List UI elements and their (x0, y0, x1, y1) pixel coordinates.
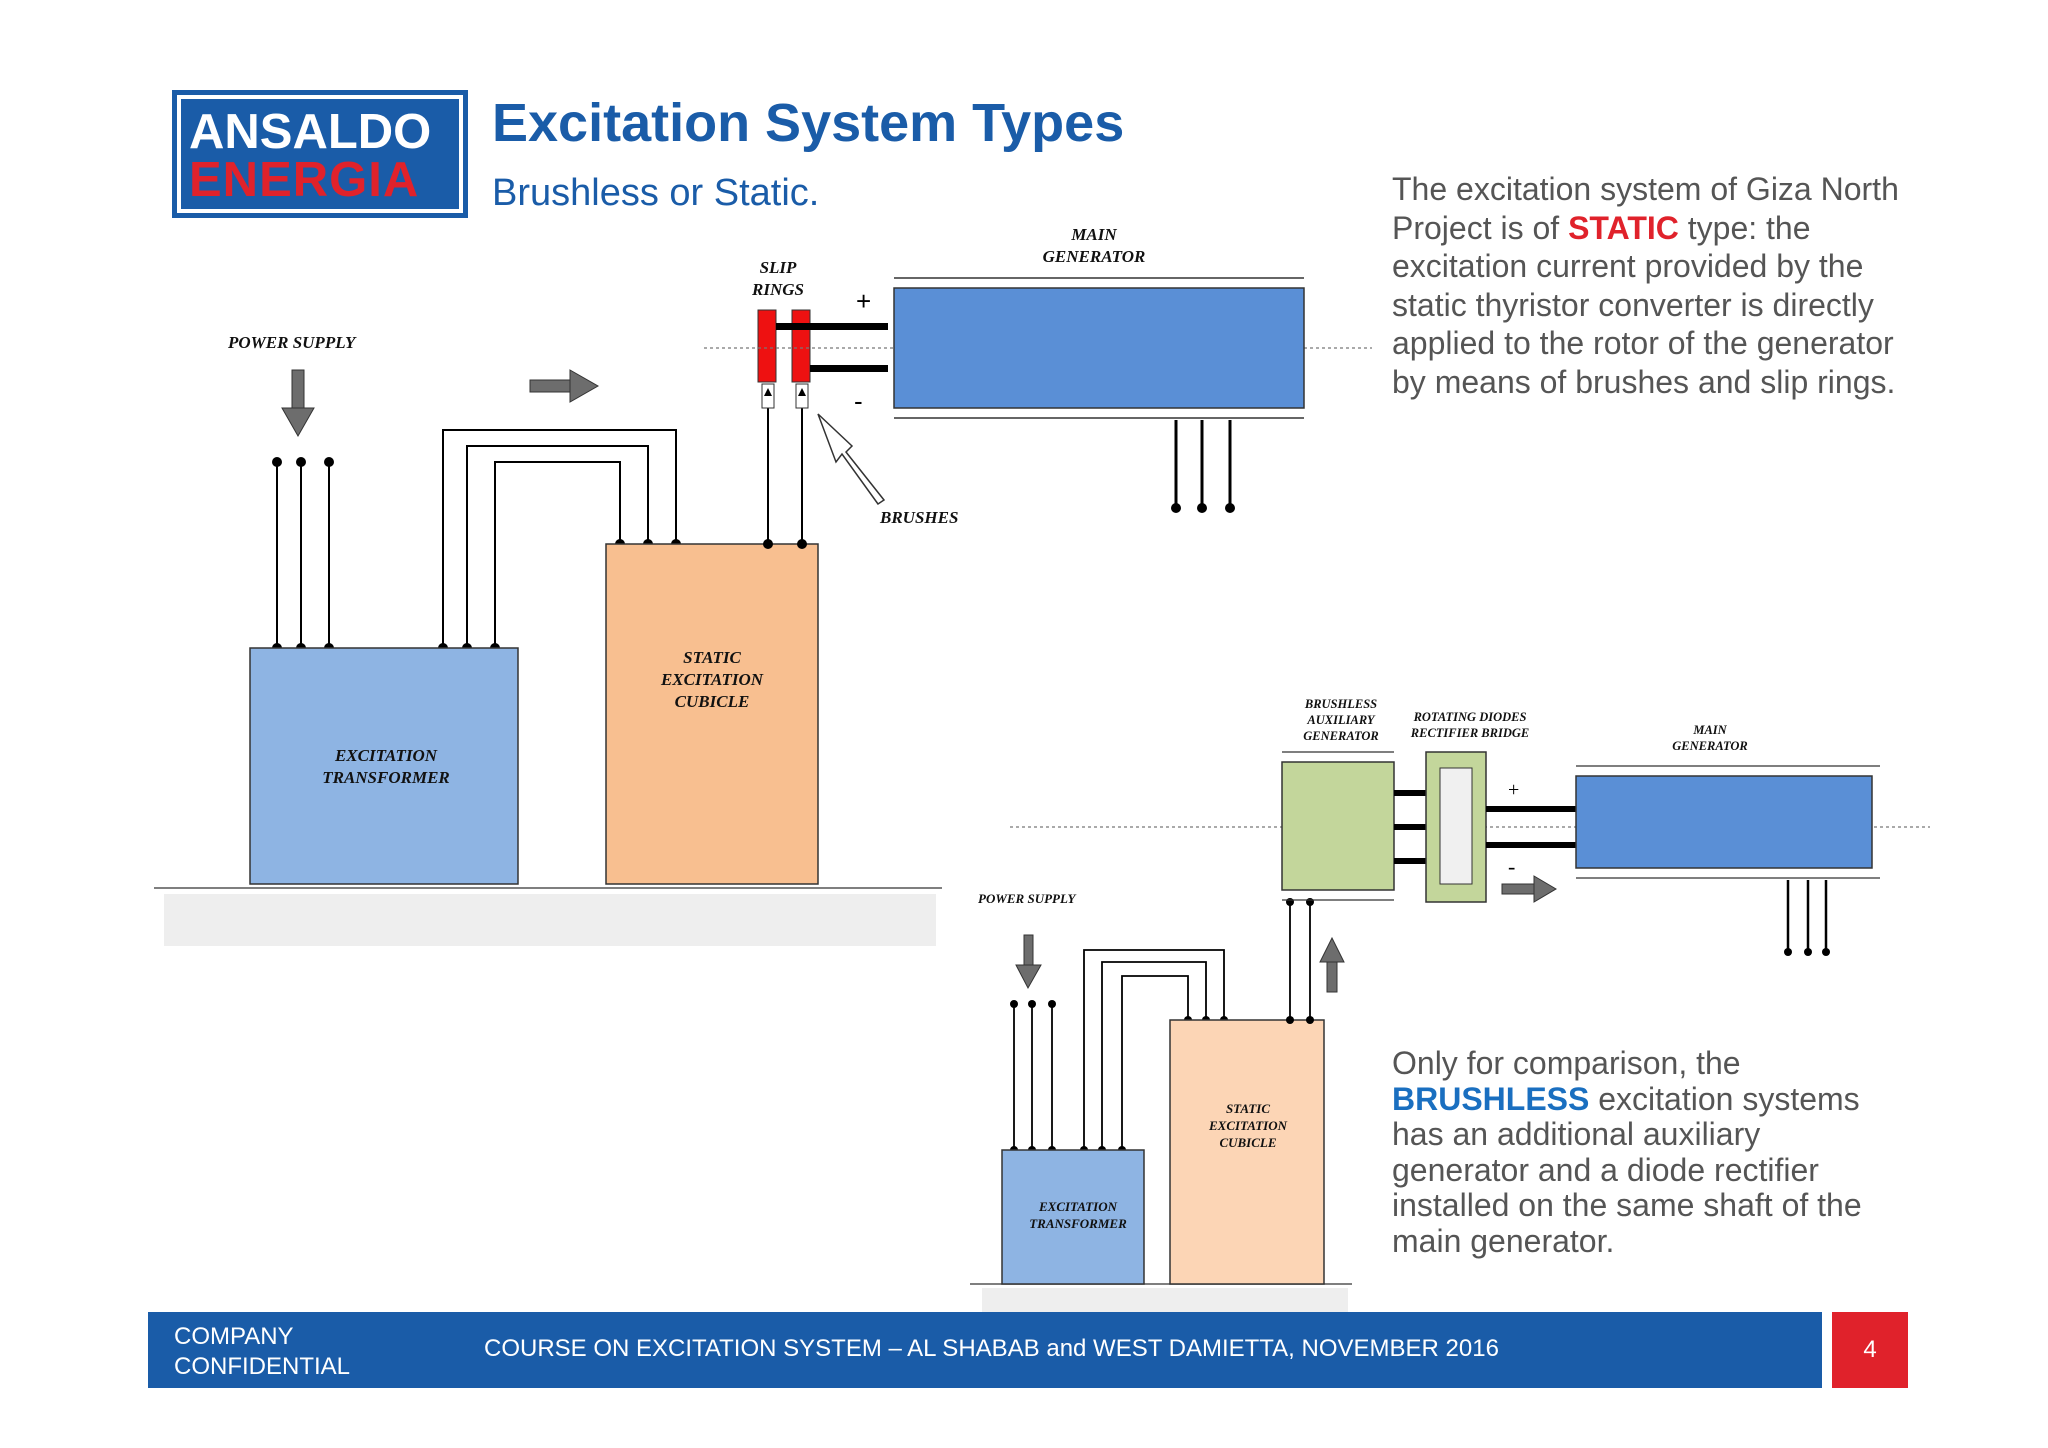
rectifier-inner-panel (1439, 767, 1473, 885)
static-shaft-bar-positive (776, 323, 888, 330)
footer-confidential: COMPANY CONFIDENTIAL (174, 1323, 351, 1380)
brushless-system-diagram: POWER SUPPLY EXCITATION TRANSFORMER (970, 697, 1930, 1312)
brushless-transformer-label-2: TRANSFORMER (1029, 1216, 1127, 1231)
static-transformer-label-2: TRANSFORMER (322, 768, 450, 787)
brushless-generator-output-terminals (1784, 948, 1830, 956)
brushes-pointer-arrow (817, 413, 886, 506)
brushless-highlight: BRUSHLESS (1392, 1080, 1590, 1117)
brushless-description: Only for comparison, the BRUSHLESS excit… (1392, 1045, 1872, 1259)
brushless-power-supply-arrow (1015, 934, 1042, 990)
brushless-supply-lines (1013, 1004, 1053, 1150)
footer-course-title: COURSE ON EXCITATION SYSTEM – AL SHABAB … (484, 1335, 1499, 1362)
static-brush-wires (767, 386, 803, 544)
page-title: Excitation System Types (492, 93, 1125, 153)
brushless-minus-sign: - (1508, 854, 1515, 879)
ansaldo-energia-logo: ANSALDO ENERGIA (172, 90, 468, 218)
static-main-generator (893, 287, 1305, 409)
brushless-field-wires (1289, 902, 1311, 1020)
static-supply-lines (276, 462, 330, 648)
brushless-supply-terminals (1010, 1000, 1056, 1154)
brushless-main-generator (1575, 775, 1873, 869)
brushless-description-part1: Only for comparison, the (1392, 1045, 1741, 1081)
brushless-dc-bar-positive (1486, 806, 1576, 812)
static-shaft-bar-negative (810, 365, 888, 372)
brushless-excitation-cubicle (1169, 1019, 1325, 1285)
brushless-transformer-cubicle-wires (1083, 949, 1225, 1150)
static-cubicle-dc-terminals (763, 539, 807, 549)
page-number: 4 (1832, 1312, 1908, 1388)
static-power-supply-arrow (281, 369, 315, 438)
slip-ring-negative (791, 309, 811, 383)
static-main-generator-label-1: MAIN (1070, 225, 1117, 244)
brushless-plus-sign: + (1508, 779, 1519, 801)
static-cubicle-label-1: STATIC (683, 648, 741, 667)
page-subtitle: Brushless or Static. (492, 172, 820, 214)
slip-ring-positive (757, 309, 777, 383)
static-main-generator-label-2: GENERATOR (1043, 247, 1146, 266)
brushless-main-generator-label-2: GENERATOR (1672, 739, 1748, 753)
static-transformer-cubicle-wires (442, 429, 677, 648)
static-generator-output-lines (1174, 420, 1232, 506)
static-minus-sign: - (854, 386, 863, 416)
aux-generator-label-1: BRUSHLESS (1304, 697, 1377, 711)
rectifier-label-2: RECTIFIER BRIDGE (1410, 726, 1529, 740)
brushless-cubicle-label-3: CUBICLE (1219, 1135, 1276, 1150)
static-plus-sign: + (856, 286, 871, 316)
brushless-power-supply-label: POWER SUPPLY (978, 891, 1076, 906)
static-power-supply-label: POWER SUPPLY (227, 333, 357, 352)
static-cubicle-label-2: EXCITATION (660, 670, 764, 689)
static-supply-terminals (272, 457, 334, 653)
static-transformer-label-1: EXCITATION (334, 746, 438, 765)
brushless-auxiliary-generator (1281, 761, 1395, 891)
brushless-up-arrow (1319, 936, 1345, 993)
slip-rings-label-2: RINGS (751, 280, 804, 299)
footer-bar: COMPANY CONFIDENTIAL COURSE ON EXCITATIO… (148, 1312, 1822, 1388)
slip-rings-label-1: SLIP (760, 258, 797, 277)
static-description: The excitation system of Giza North Proj… (1392, 170, 1912, 401)
static-flow-arrow (529, 369, 600, 403)
brushless-transformer-label-1: EXCITATION (1038, 1199, 1118, 1214)
brushless-main-generator-label-1: MAIN (1692, 723, 1727, 737)
brushless-description-part2: excitation systems has an additional aux… (1392, 1080, 1862, 1259)
brushless-dc-bar-negative (1486, 842, 1576, 848)
brush-contacts (761, 383, 809, 409)
static-cubicle-label-3: CUBICLE (675, 692, 750, 711)
logo-text-ansaldo: ANSALDO (189, 105, 432, 159)
static-excitation-transformer (249, 647, 519, 885)
static-floor-shadow (164, 894, 936, 946)
brushes-label: BRUSHES (879, 508, 958, 527)
brushless-generator-output-lines (1786, 880, 1828, 950)
brushless-excitation-transformer (1001, 1149, 1145, 1285)
brushless-floor-shadow (982, 1288, 1348, 1312)
logo-panel: ANSALDO ENERGIA (181, 99, 459, 209)
static-description-part1: The excitation system of Giza North Proj… (1392, 171, 1899, 246)
logo-text-energia: ENERGIA (189, 153, 420, 207)
static-generator-output-terminals (1171, 503, 1235, 513)
brushless-cubicle-label-1: STATIC (1226, 1101, 1270, 1116)
aux-rectifier-bars (1394, 790, 1426, 864)
aux-generator-label-2: AUXILIARY (1306, 713, 1376, 727)
brushless-flow-arrow (1501, 875, 1557, 903)
brushless-cubicle-label-2: EXCITATION (1208, 1118, 1288, 1133)
static-description-part2: type: the excitation current provided by… (1392, 209, 1896, 400)
rectifier-label-1: ROTATING DIODES (1413, 710, 1527, 724)
static-excitation-cubicle (605, 543, 819, 885)
aux-generator-label-3: GENERATOR (1303, 729, 1379, 743)
static-highlight: STATIC (1568, 209, 1679, 246)
static-system-diagram: POWER SUPPLY EXCITATION TRANSFORMER (154, 225, 1372, 946)
